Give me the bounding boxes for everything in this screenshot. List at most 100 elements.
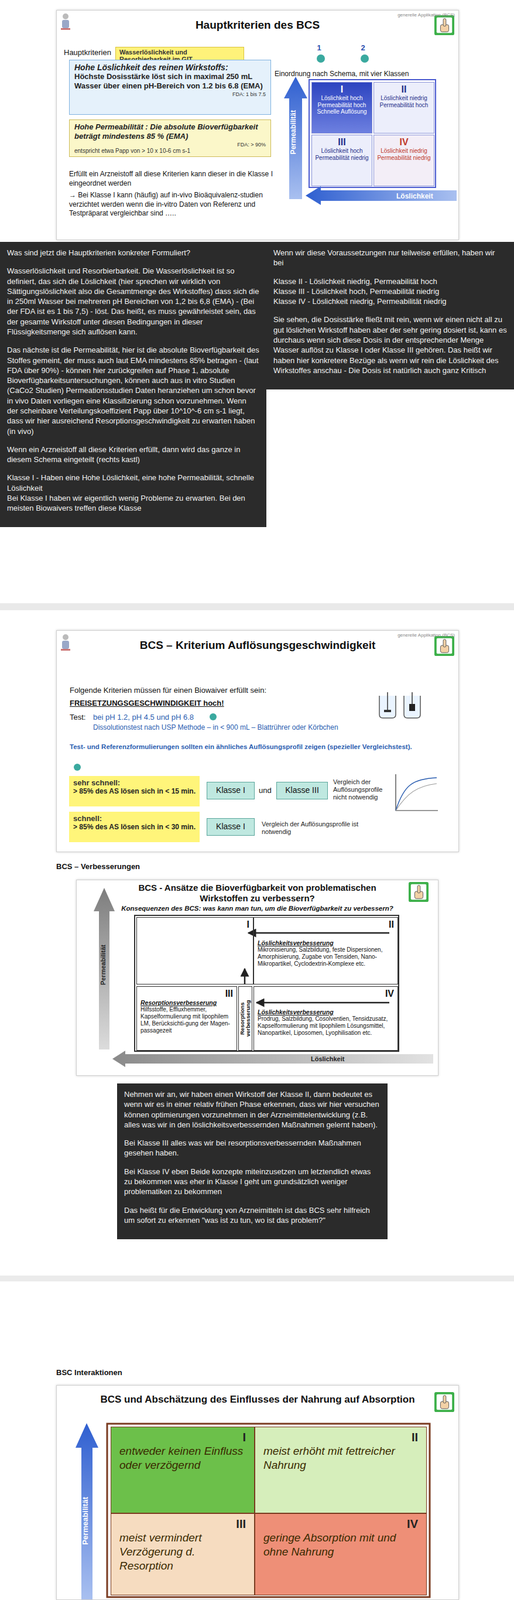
text-block: BCS - Ansätze die Bioverfügbarkeit von p… xyxy=(76,879,438,904)
text-block: Prodrug, Salzbildung, Cosolventien, Tens… xyxy=(257,1015,394,1037)
separator xyxy=(0,602,514,1281)
class-cell: IIILöslichkeit hoch Permeabilität niedri… xyxy=(311,134,373,187)
note-text: Test- und Referenzformulierungen sollten… xyxy=(69,742,451,750)
text-block: Wasserlöslichkeit und Resorbierbarkeit. … xyxy=(7,265,260,337)
quadrant-box: IIIResorptionsverbesserungHilfsstoffe, E… xyxy=(136,985,238,1051)
class-box: Klasse I xyxy=(206,781,255,800)
note-text: FREISETZUNGSGESCHWINDIGKEIT hoch! xyxy=(69,698,304,708)
slide2-graphics xyxy=(60,634,455,811)
speed-box: sehr schnell:> 85% des AS lösen sich in … xyxy=(69,775,200,807)
section-heading: BSC Interaktionen xyxy=(56,1367,232,1377)
text-block: I xyxy=(140,919,250,930)
text-block: II xyxy=(376,84,432,95)
note-text: Folgende Kriterien müssen für einen Biow… xyxy=(69,685,363,695)
food-cell: IImeist erhöht mit fettreicher Nahrung xyxy=(254,1426,427,1513)
text-block: Löslichkeit niedrig Permeabilität niedri… xyxy=(376,147,432,161)
callout-number: 2 xyxy=(356,43,370,53)
text-block: Klasse III xyxy=(276,782,328,798)
text-block: Klasse I - Haben eine Hohe Löslichkeit, … xyxy=(7,472,260,493)
note-panel: Wenn wir diese Voraussetzungen nur teilw… xyxy=(266,241,514,390)
text-block: Bei Klasse III alles was wir bei resorpt… xyxy=(124,1137,381,1158)
text-block: IV xyxy=(263,1516,418,1531)
header-note: generelle Applikation (BCS) xyxy=(361,12,455,18)
text-block: Löslichkeit hoch Permeabilität hoch Schn… xyxy=(314,94,370,116)
text-block: II xyxy=(263,1430,418,1444)
text-block: Sie sehen, die Dosisstärke fließt mit re… xyxy=(273,314,507,376)
text-block: Bei Klasse I haben wir eigentlich wenig … xyxy=(7,492,260,514)
text-block: Nehmen wir an, wir haben einen Wirkstoff… xyxy=(124,1088,381,1130)
text-block: sehr schnell: xyxy=(73,778,196,787)
slide1-graphics xyxy=(60,13,457,205)
text-block: Klasse I xyxy=(207,818,255,834)
text-block: Konsequenzen des BCS: was kann man tun, … xyxy=(76,903,438,912)
text-block: entweder keinen Einfluss oder verzögernd xyxy=(119,1443,246,1472)
text-block: III xyxy=(314,136,370,148)
slide-panel: Hauptkriterien des BCSWasserlöslichkeit … xyxy=(56,9,459,241)
slide-panel: BCS und Abschätzung des Einflusses der N… xyxy=(56,1384,459,1600)
text-block: Bei Klasse IV eben Beide konzepte mitein… xyxy=(124,1166,381,1197)
axis-label: Permeabilität xyxy=(80,1496,93,1545)
text-block: IV xyxy=(257,988,394,999)
text-block: Hilfsstoffe, Effluxhemmer, Kapselformuli… xyxy=(140,1005,233,1034)
axis-label: Löslichkeit xyxy=(396,192,450,201)
axis-label: Permeabilität xyxy=(289,110,300,154)
text-block: Wenn wir diese Voraussetzungen nur teilw… xyxy=(273,247,507,269)
text-block: I xyxy=(314,84,370,95)
slide4-graphics xyxy=(75,1391,455,1600)
note-text: Vergleich der Auflösungsprofile ist notw… xyxy=(261,820,385,836)
quadrant-box: I xyxy=(136,916,254,985)
text-block: FDA: > 90% xyxy=(74,141,266,148)
note-text: Einordnung nach Schema, mit vier Klassen xyxy=(274,69,451,80)
text-block: Höchste Dosisstärke löst sich in maximal… xyxy=(74,72,266,92)
text-block: Hohe Permeabilität : Die absolute Biover… xyxy=(74,122,266,142)
text-block: FDA: 1 bis 7.5 xyxy=(74,91,266,98)
quadrant-box: II LöslichkeitsverbesserungMikronisierung… xyxy=(253,916,399,985)
criterion-box: Hohe Permeabilität : Die absolute Biover… xyxy=(69,119,272,157)
text-block: > 85% des AS lösen sich in < 30 min. xyxy=(73,822,196,831)
note-text: Erfüllt ein Arzneistoff all diese Kriter… xyxy=(69,169,274,188)
note-text: Vergleich der Auflösungsprofile nicht no… xyxy=(333,778,394,802)
food-cell: Ientweder keinen Einfluss oder verzögern… xyxy=(110,1426,255,1513)
note-text: → Bei Klasse I kann (häufig) auf in-vivo… xyxy=(69,190,274,219)
speed-box: schnell:> 85% des AS lösen sich in < 30 … xyxy=(69,811,200,842)
text-block: Das heißt für die Entwicklung von Arznei… xyxy=(124,1204,381,1226)
text-block: Klasse IV - Löslichkeit niedrig, Permeab… xyxy=(273,296,507,307)
text-block: Löslichkeitsverbesserung xyxy=(257,1008,394,1016)
text-block: schnell: xyxy=(73,813,196,823)
note-panel: Was sind jetzt die Hauptkriterien konkre… xyxy=(0,241,267,527)
text-block: II xyxy=(257,919,394,930)
text-block: Wenn ein Arzneistoff all diese Kriterien… xyxy=(7,444,260,465)
text-block: Löslichkeitsverbesserung xyxy=(257,939,394,947)
class-box: Klasse III xyxy=(276,781,328,800)
class-cell: ILöslichkeit hoch Permeabilität hoch Sch… xyxy=(311,81,373,134)
text-block: geringe Absorption mit und ohne Nahrung xyxy=(263,1530,418,1559)
text-block: Mikronisierung, Salzbildung, feste Dispe… xyxy=(257,946,394,968)
criterion-box: Hohe Löslichkeit des reinen Wirkstoffs:H… xyxy=(69,59,272,115)
axis-label: Löslichkeit xyxy=(310,1054,364,1062)
text-block: > 85% des AS lösen sich in < 15 min. xyxy=(73,786,196,796)
note-panel: Nehmen wir an, wir haben einen Wirkstoff… xyxy=(117,1083,388,1239)
class-cell: IILöslichkeit niedrig Permeabilität hoch xyxy=(373,81,435,134)
text-block: Löslichkeit hoch Permeabilität niedrig xyxy=(314,147,370,161)
slide-panel: BCS - Ansätze die Bioverfügbarkeit von p… xyxy=(76,879,439,1076)
class-box: Klasse I xyxy=(206,817,255,836)
text-block: Klasse II - Löslichkeit niedrig, Permeab… xyxy=(273,276,507,287)
row-label: Hauptkriterien xyxy=(63,48,116,57)
section-heading: BCS – Verbesserungen xyxy=(56,861,232,871)
text-block: meist erhöht mit fettreicher Nahrung xyxy=(263,1443,418,1472)
text-block: III xyxy=(119,1516,246,1531)
note-text: bei pH 1.2, pH 4.5 und pH 6.8 xyxy=(93,712,211,722)
text-block: Resorptionsverbesserung xyxy=(140,998,233,1006)
class-cell: IVLöslichkeit niedrig Permeabilität nied… xyxy=(373,134,435,187)
callout-number: 1 xyxy=(312,43,326,53)
text-block: III xyxy=(140,988,233,999)
note-text: Dissolutionstest nach USP Methode – in <… xyxy=(93,722,375,732)
note-text: und xyxy=(258,785,276,795)
text-block: Klasse I xyxy=(207,782,255,798)
text-block: BCS und Abschätzung des Einflusses der N… xyxy=(56,1385,459,1406)
text-block: I xyxy=(119,1430,246,1444)
text-block: entspricht etwa Papp von > 10 x 10-6 cm … xyxy=(74,147,266,154)
text-block: Resorptions verbesserung xyxy=(239,987,252,1049)
quadrant-box: IV LöslichkeitsverbesserungProdrug, Salzb… xyxy=(253,985,399,1051)
text-block: IV xyxy=(376,136,432,148)
